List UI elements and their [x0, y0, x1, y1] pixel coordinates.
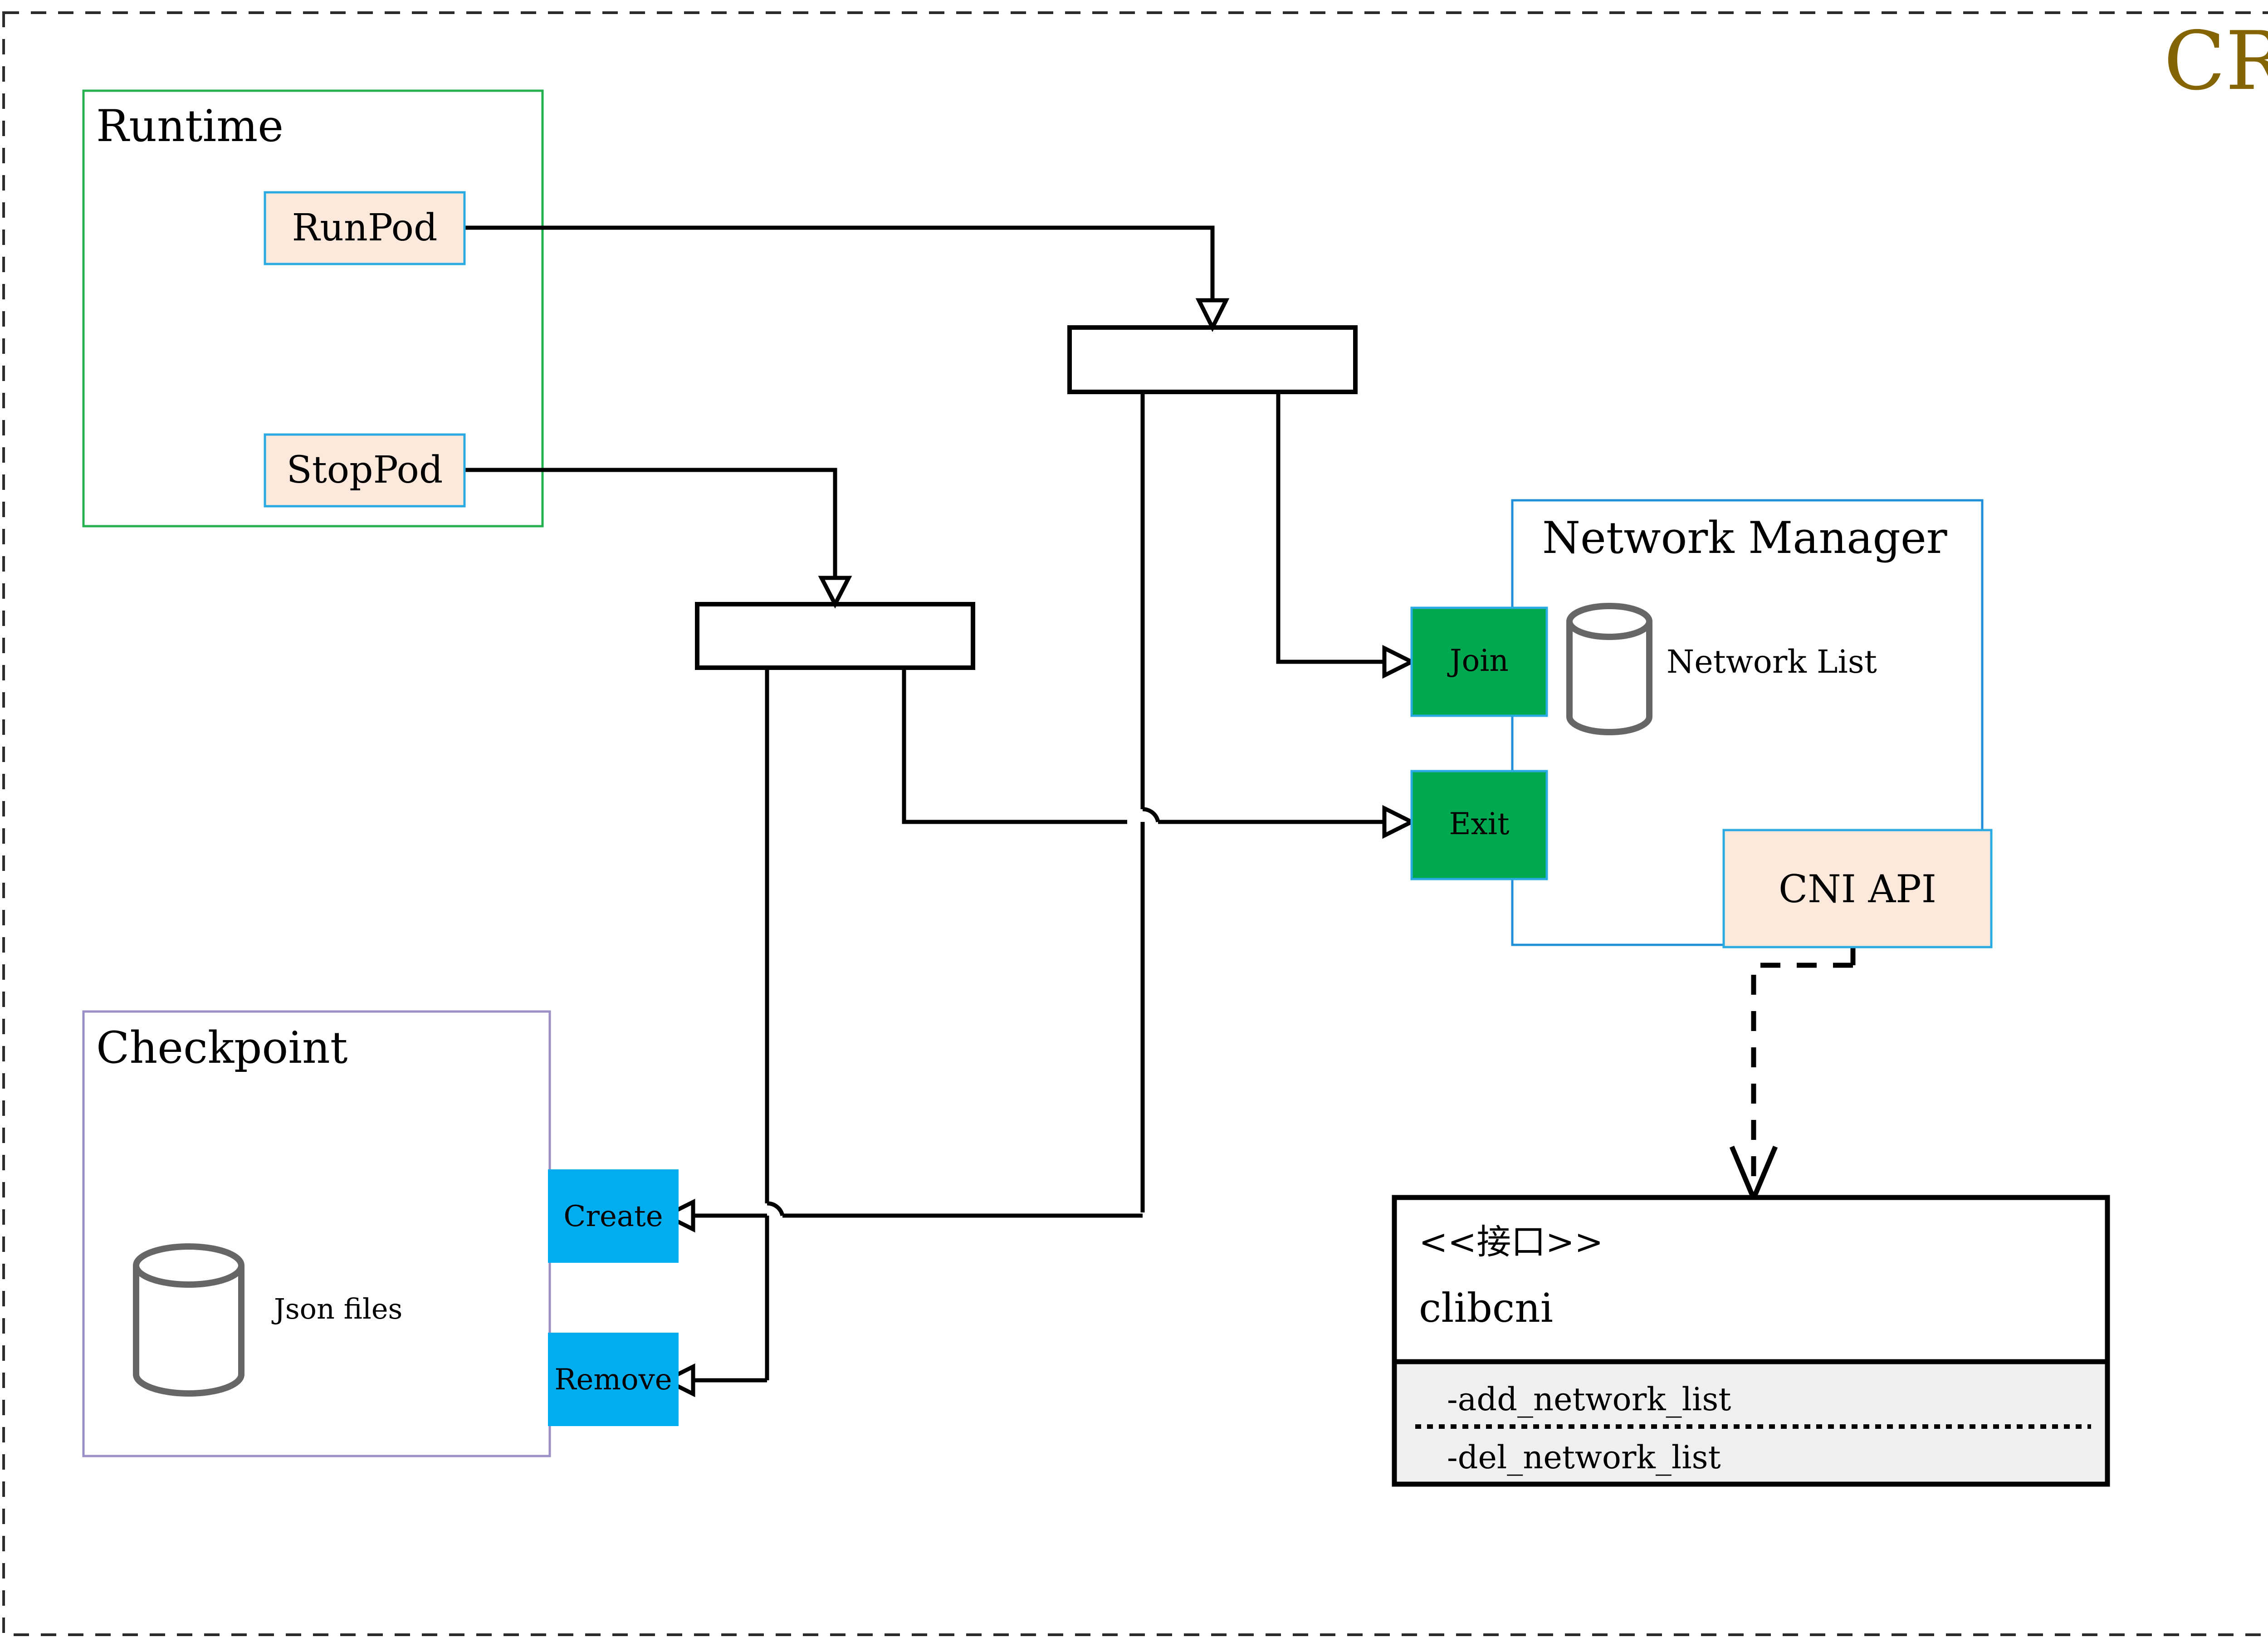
edge-runpod-to-fork	[464, 225, 1215, 299]
exit-label[interactable]: Exit	[1449, 806, 1510, 841]
remove-box-shape	[548, 1333, 679, 1426]
edge-fork-runpod-right-to-join	[1276, 392, 1383, 664]
stoppod-box-shape	[264, 433, 466, 508]
network-list-label: Network List	[1667, 643, 1877, 680]
cni-api-label[interactable]: CNI API	[1778, 867, 1937, 911]
runtime-group-box	[82, 89, 544, 528]
fork-bar-stoppod	[695, 602, 975, 670]
arrowhead-remove	[661, 1363, 695, 1398]
edge-fork-stoppod-right-to-exit	[902, 668, 1127, 824]
arrowhead-runpod-fork	[1195, 298, 1230, 332]
checkpoint-group-title: Checkpoint	[96, 1022, 348, 1073]
network-manager-group-title: Network Manager	[1542, 513, 1947, 563]
arrowhead-exit	[1382, 805, 1417, 839]
arrowhead-create	[661, 1198, 695, 1233]
runpod-box-shape	[264, 191, 466, 265]
create-box-shape	[548, 1169, 679, 1263]
clibcni-method-add: -add_network_list	[1447, 1381, 1731, 1418]
cni-api-box-shape	[1722, 829, 1993, 948]
create-label[interactable]: Create	[563, 1200, 663, 1233]
exit-box-shape	[1410, 770, 1548, 880]
json-files-label: Json files	[274, 1292, 403, 1325]
clibcni-method-del: -del_network_list	[1447, 1439, 1721, 1476]
join-label[interactable]: Join	[1450, 643, 1509, 678]
clibcni-name: clibcni	[1419, 1285, 1554, 1331]
clibcni-stereotype: <<接口>>	[1419, 1222, 1603, 1262]
edge-cniapi-to-clibcni-dashed	[1751, 963, 1853, 1179]
page-title: CRI	[2164, 14, 2268, 108]
line-hop-spine-over-exit	[1142, 807, 1160, 823]
fork-bar-runpod	[1067, 325, 1358, 394]
arrowhead-stoppod-fork	[818, 576, 852, 609]
join-box-shape	[1410, 606, 1548, 717]
remove-label[interactable]: Remove	[554, 1363, 672, 1397]
json-files-cylinder	[133, 1243, 244, 1397]
stoppod-label[interactable]: StopPod	[286, 449, 443, 492]
runpod-label[interactable]: RunPod	[292, 206, 438, 249]
arrowhead-join	[1382, 645, 1417, 679]
runtime-group-title: Runtime	[96, 101, 284, 152]
edge-stoppod-to-fork	[464, 468, 837, 577]
line-hop-stoppod-over-create	[767, 1201, 785, 1217]
clibcni-methods-compartment	[1397, 1362, 2105, 1481]
outer-dashed-frame	[2, 11, 2268, 1636]
network-list-cylinder	[1566, 603, 1652, 735]
